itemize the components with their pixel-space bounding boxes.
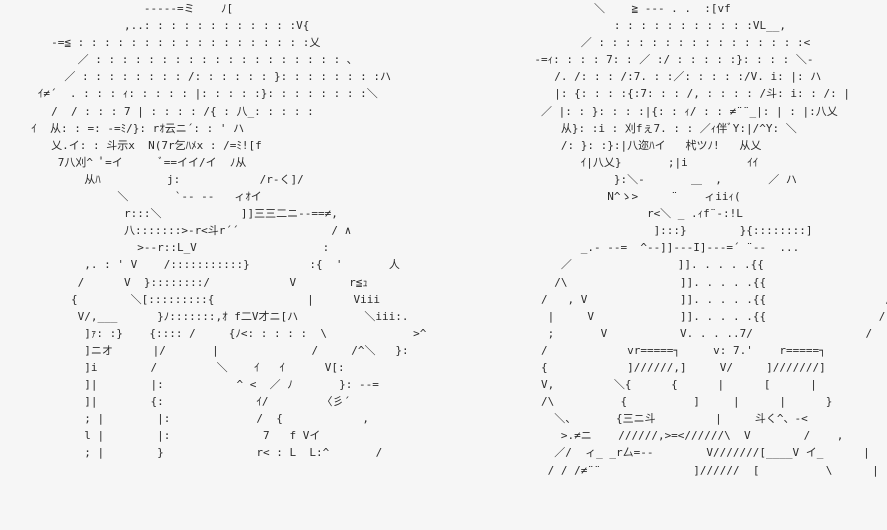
- ascii-art-left-figure: ‐‐‐‐‐=ミ ﾉ[ ,..: : : : : : : : : : : :V{ …: [31, 2, 427, 460]
- ascii-art-right-figure: ＼ ≧ ‐-‐ . . :[vf : : : : : : : : : : :VL…: [534, 2, 887, 477]
